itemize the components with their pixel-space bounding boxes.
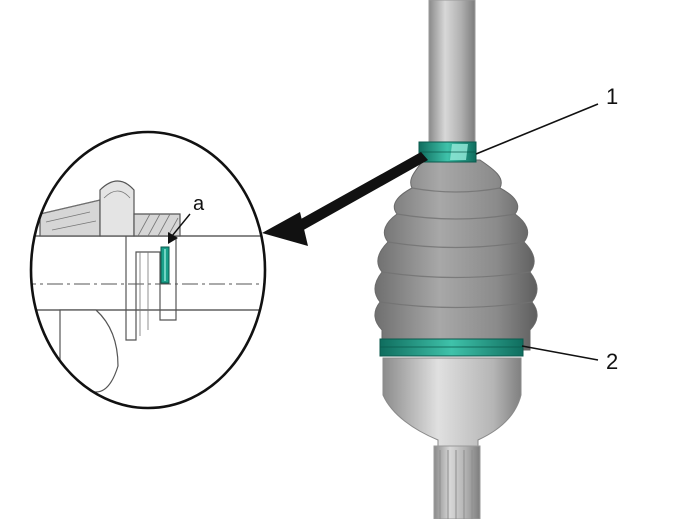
drive-shaft-assembly: [374, 0, 538, 519]
callout-1-label: 1: [606, 84, 618, 109]
detail-label-a: a: [168, 193, 205, 244]
spline-lines: [439, 450, 473, 519]
boot-convolutions: [379, 187, 533, 309]
detail-pointer-arrow: [262, 152, 428, 246]
callout-2: 2: [521, 345, 618, 374]
callout-1: 1: [475, 84, 618, 155]
detail-view: a: [29, 130, 267, 410]
large-boot-clamp: [379, 338, 524, 357]
detail-circle-border: [29, 130, 267, 410]
small-boot-clamp: [418, 141, 477, 163]
detail-label-a-text: a: [193, 193, 205, 215]
splined-stub-shaft: [433, 445, 481, 519]
callout-2-leader: [521, 345, 599, 361]
detail-cross-section: [31, 180, 265, 393]
callout-1-leader: [475, 103, 599, 155]
callout-2-label: 2: [606, 349, 618, 374]
joint-housing: [382, 357, 522, 449]
rubber-boot: [374, 159, 538, 351]
